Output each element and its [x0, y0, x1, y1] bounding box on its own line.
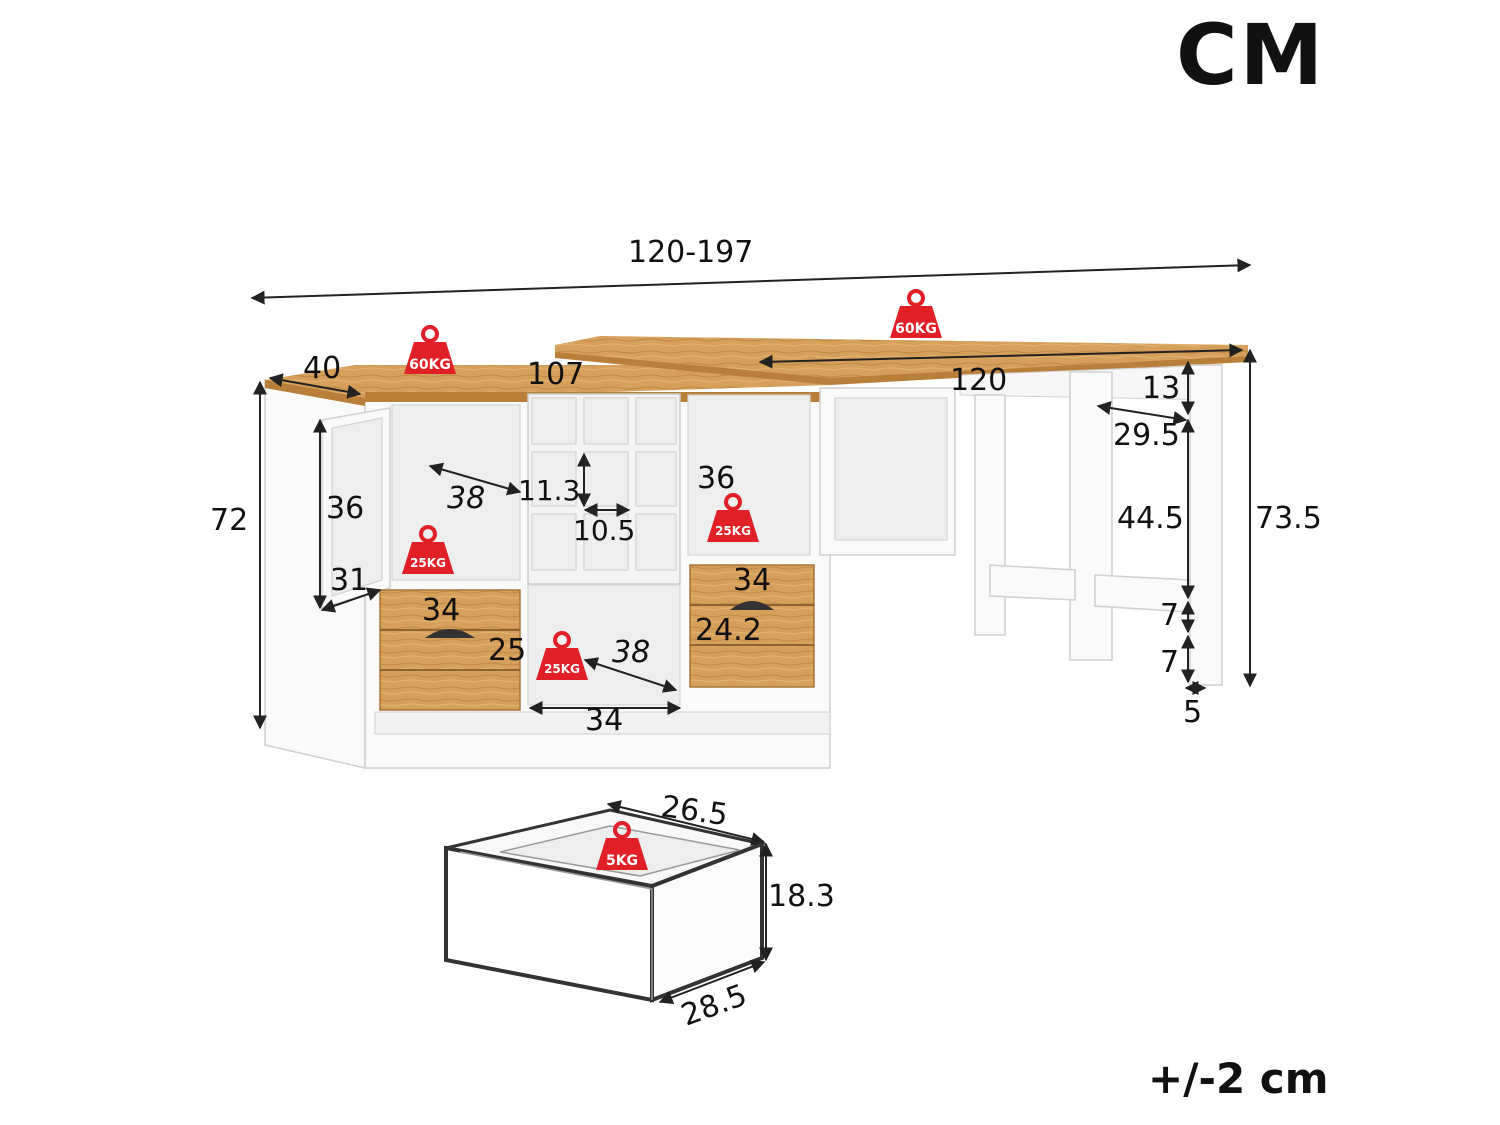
svg-text:5KG: 5KG	[606, 853, 638, 869]
dim-foot-height: 5	[1183, 695, 1202, 730]
desk-leg-front-middle	[1069, 371, 1113, 661]
dim-desk-width: 120	[950, 363, 1007, 398]
dim-right-compartment-height: 36	[697, 461, 735, 496]
desk-leg-right	[1189, 364, 1223, 686]
weight-badge-cube: 25KG	[534, 631, 590, 682]
dim-cabinet-width: 107	[527, 357, 584, 392]
dim-left-compartment-height: 36	[326, 491, 364, 526]
left-drawer	[379, 589, 521, 711]
desk-leg-front-left	[974, 394, 1006, 636]
drawer-box	[444, 808, 768, 1003]
svg-text:25KG: 25KG	[410, 556, 446, 570]
dim-left-drawer-height: 25	[488, 633, 526, 668]
lower-cube	[527, 584, 681, 706]
right-door-panel	[834, 397, 948, 541]
svg-text:60KG: 60KG	[895, 321, 937, 337]
weight-badge-left-shelf: 25KG	[400, 525, 456, 576]
dim-wine-cell-width: 10.5	[573, 514, 635, 547]
svg-text:25KG: 25KG	[715, 524, 751, 538]
dim-leg-clear-height: 44.5	[1117, 501, 1184, 536]
dim-stretcher-height: 7	[1160, 598, 1179, 633]
dimension-lines	[250, 258, 1257, 1005]
dim-left-compartment-depth: 31	[330, 563, 368, 598]
dim-leg-offset: 29.5	[1113, 418, 1180, 453]
dim-depth: 40	[303, 351, 341, 386]
dim-cube-depth: 38	[612, 635, 650, 670]
dim-wine-cell-height: 11.3	[518, 474, 580, 507]
weight-badge-right-shelf: 25KG	[705, 493, 761, 544]
dim-cube-width: 34	[585, 703, 623, 738]
svg-text:60KG: 60KG	[409, 357, 451, 373]
tolerance-label: +/-2 cm	[1148, 1054, 1329, 1103]
weight-badge-drawer: 5KG	[594, 821, 650, 872]
dim-left-shelf-depth: 38	[447, 481, 485, 516]
dim-stretcher-gap: 7	[1160, 645, 1179, 680]
dim-right-drawer-height: 24.2	[695, 613, 762, 648]
weight-badge-top-left: 60KG	[402, 325, 458, 376]
svg-text:25KG: 25KG	[544, 662, 580, 676]
dim-cabinet-height: 72	[210, 503, 248, 538]
weight-badge-top-right: 60KG	[888, 289, 944, 340]
dim-desk-height: 73.5	[1255, 501, 1322, 536]
left-door-panel	[331, 417, 383, 597]
unit-label: CM	[1176, 6, 1326, 104]
dim-total-width: 120-197	[628, 235, 753, 270]
dim-drawer-box-height: 18.3	[768, 879, 835, 914]
dim-right-drawer-width: 34	[733, 563, 771, 598]
dim-apron-height: 13	[1142, 371, 1180, 406]
wine-rack	[527, 393, 681, 585]
right-drawer	[689, 564, 815, 688]
dim-left-drawer-width: 34	[422, 593, 460, 628]
